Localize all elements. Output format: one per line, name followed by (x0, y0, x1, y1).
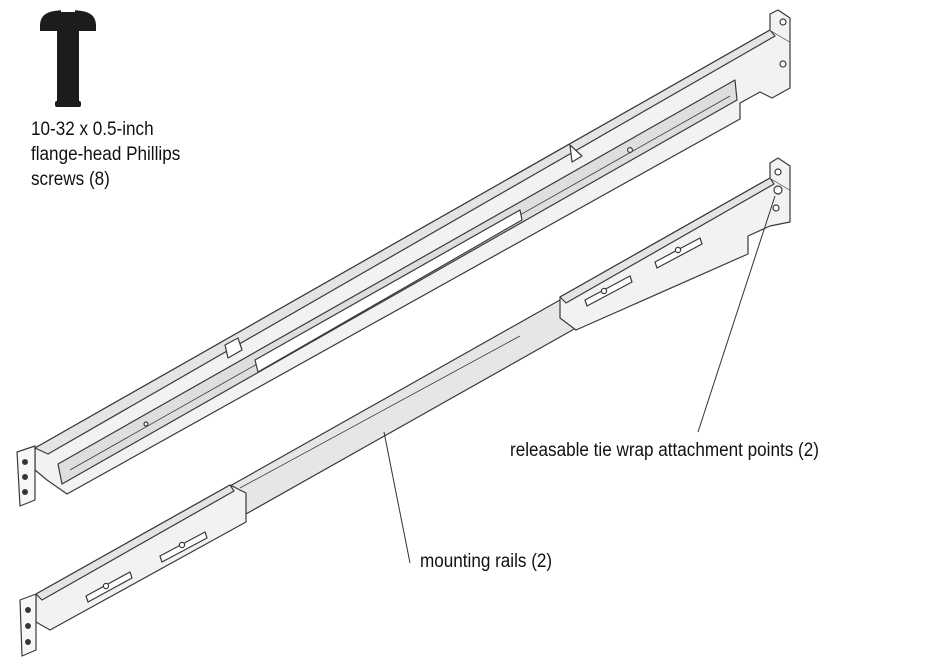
screw-label-line-2: flange-head Phillips (31, 144, 181, 165)
screw-callout-label: 10-32 x 0.5-inch flange-head Phillips sc… (31, 117, 180, 192)
leader-lines (383, 195, 776, 564)
tie-wrap-callout-label: releasable tie wrap attachment points (2… (510, 440, 819, 461)
screw-label-line-3: screws (8) (31, 169, 110, 190)
rails-leader-line (383, 431, 411, 564)
upper-mounting-rail (16, 9, 791, 507)
tie-wrap-leader-line (697, 195, 776, 433)
lower-mounting-rail (19, 157, 791, 657)
screw-label-line-1: 10-32 x 0.5-inch (31, 119, 154, 140)
screw-icon (40, 7, 96, 107)
mounting-rails-callout-label: mounting rails (2) (420, 551, 553, 572)
